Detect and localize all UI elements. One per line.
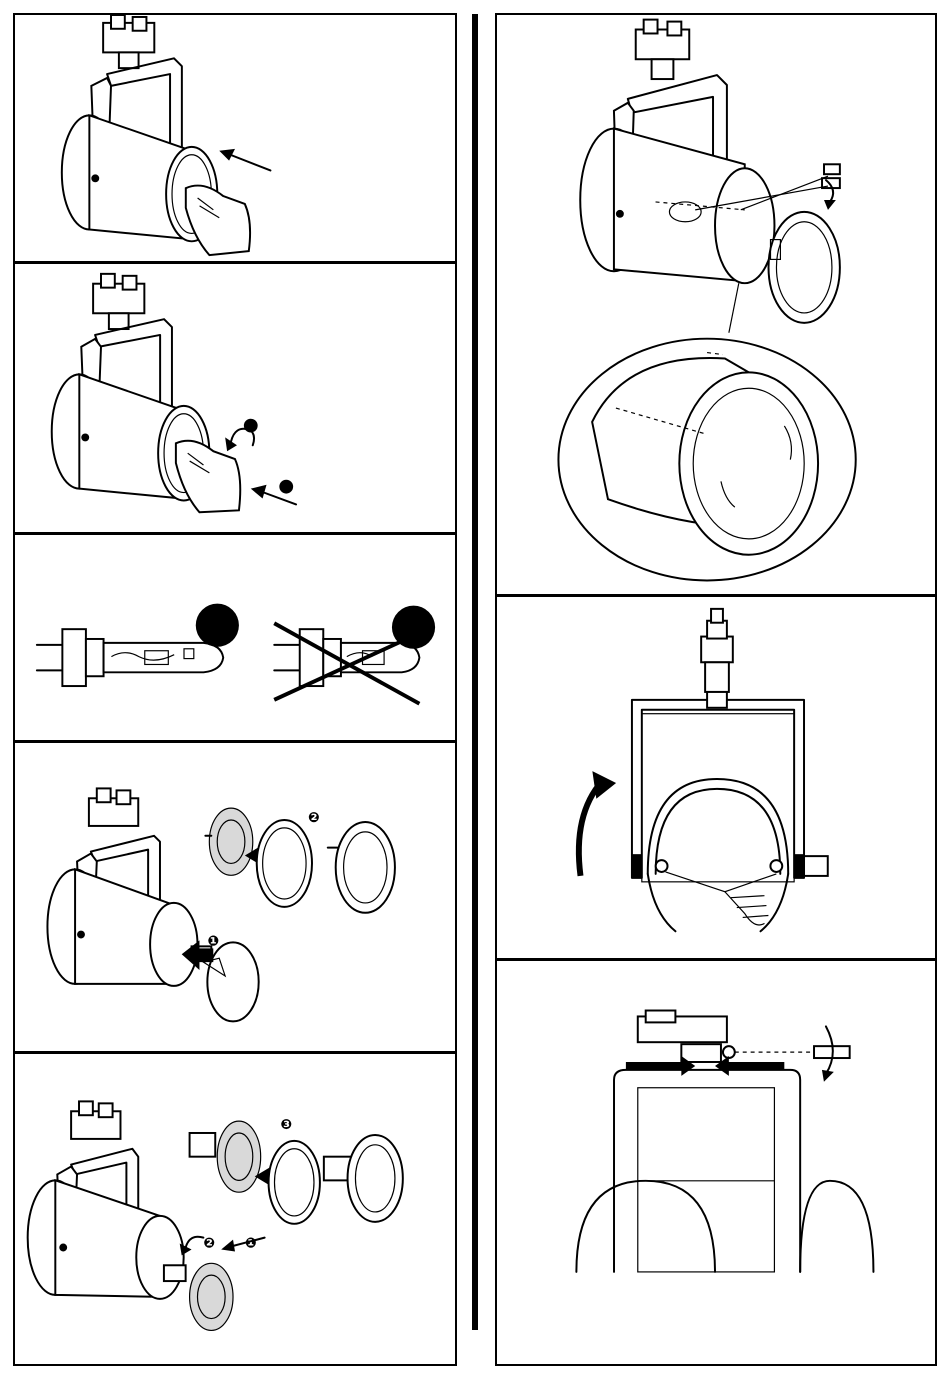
track-adapter-icon [701,609,733,692]
spotlight-body-icon [580,129,774,284]
track-adapter-icon [93,274,144,329]
step-3-label: ❸ [280,1117,292,1133]
column-divider [472,14,478,1330]
panel-twist-lock [13,262,457,534]
lamp-orientation-illustration [15,535,455,740]
step-2-label: ❷ [203,1236,215,1252]
marker-incorrect-icon [392,606,435,649]
step-marker-icon [279,480,293,494]
tilt-arrow-icon [579,771,616,876]
hand-icon [176,441,240,513]
reflector-assembly-illustration: ❶ ❷ [15,743,455,1051]
step-1-label: ❶ [207,933,219,949]
panel-front-ring-detail [495,13,937,596]
lamp-socket-icon [164,1263,233,1330]
front-ring-icon [257,820,312,907]
rotate-arrow-icon [180,1237,204,1256]
panel-head-tilt [495,595,937,960]
panel-reflector-assembly: ❶ ❷ [13,741,457,1053]
adapter-lock-illustration [497,961,935,1364]
head-tilt-illustration [497,597,935,958]
arrow-icon [219,149,270,171]
panel-lamp-orientation [13,533,457,742]
reflector-lens-icon [205,808,252,875]
track-adapter-icon [636,20,690,79]
reflector-lens-icon [190,1121,261,1192]
lamp-correct-icon [37,629,223,686]
track-adapter-icon [89,788,138,826]
step-2-label: ❷ [308,810,320,826]
panel-reflector-twist-install: ❷ ❶ ❸ [13,1052,457,1366]
track-adapter-icon [103,15,154,68]
track-adapter-icon [71,1101,120,1139]
hand-icon [186,186,250,256]
insert-lens-illustration [15,15,455,261]
track-adapter-icon [638,1011,735,1062]
front-ring-icon [769,212,840,323]
spotlight-body-icon [47,869,197,985]
front-ring-icon [269,1141,320,1224]
step-1-label: ❶ [245,1236,257,1252]
spotlight-rear-icon [576,1070,873,1272]
hand-icon [666,872,777,925]
reflector-twist-install-illustration: ❷ ❶ ❸ [15,1054,455,1364]
magnifier-detail-icon [558,339,855,581]
twist-lock-illustration [15,264,455,532]
lens-ring-icon [648,779,788,931]
panel-insert-lens [13,13,457,263]
assembled-reflector-icon [328,822,395,913]
assembled-reflector-icon [324,1135,403,1222]
spotlight-body-icon [28,1180,184,1298]
front-ring-detail-illustration [497,15,935,594]
step-marker-icon [244,419,258,433]
marker-correct-icon [196,604,239,647]
panel-adapter-lock [495,959,937,1366]
push-arrow-icon [221,1238,264,1252]
